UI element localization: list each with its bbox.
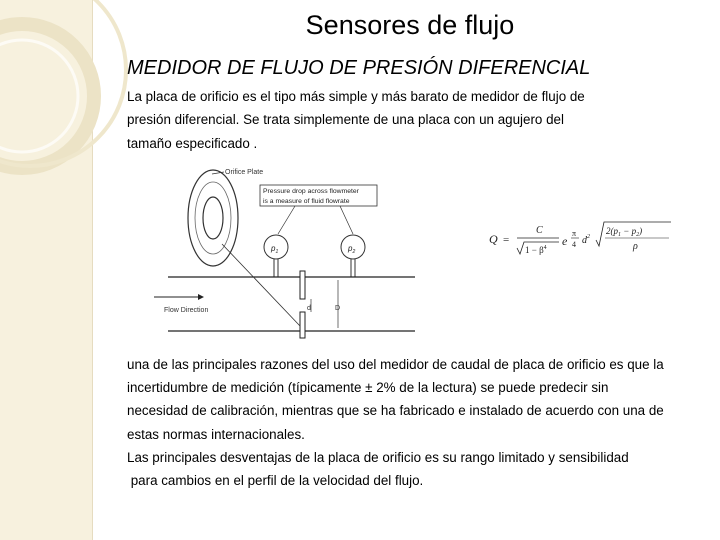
svg-text:C: C bbox=[536, 225, 543, 236]
intro-line: tamaño especificado . bbox=[127, 135, 258, 151]
svg-text:4: 4 bbox=[572, 240, 576, 249]
flow-direction-label: Flow Direction bbox=[164, 307, 208, 314]
orifice-plate-diagram: Orifice Plate Pressure drop across flowm… bbox=[154, 169, 415, 339]
svg-text:ρ: ρ bbox=[632, 241, 638, 252]
body-line: incertidumbre de medición (típicamente ±… bbox=[127, 380, 609, 396]
closing-line: Las principales desventajas de la placa … bbox=[127, 450, 629, 465]
intro-line: La placa de orificio es el tipo más simp… bbox=[127, 89, 585, 104]
slide-title: Sensores de flujo bbox=[305, 10, 515, 40]
intro-paragraph: La placa de orificio es el tipo más simp… bbox=[127, 85, 707, 155]
svg-text:=: = bbox=[503, 234, 509, 246]
note-line-2: is a measure of fluid flowrate bbox=[263, 198, 350, 205]
intro-line: presión diferencial. Se trata simplement… bbox=[127, 112, 564, 128]
svg-text:π: π bbox=[572, 229, 576, 238]
svg-text:e: e bbox=[562, 234, 568, 248]
D-label: D bbox=[335, 305, 340, 312]
p1-gauge-label: p1 bbox=[270, 244, 278, 255]
svg-text:2(p1 − p2): 2(p1 − p2) bbox=[606, 226, 642, 238]
body-line: estas normas internacionales. bbox=[127, 426, 305, 442]
closing-line: para cambios en el perfil de la velocida… bbox=[127, 473, 424, 489]
decorative-rings bbox=[0, 0, 128, 175]
svg-text:1 − β4: 1 − β4 bbox=[525, 245, 547, 255]
svg-text:d2: d2 bbox=[582, 234, 590, 246]
svg-text:Q: Q bbox=[489, 232, 498, 246]
d-label: d bbox=[307, 305, 311, 312]
note-line-1: Pressure drop across flowmeter bbox=[263, 188, 360, 195]
orifice-plate-label: Orifice Plate bbox=[225, 169, 263, 176]
slide-subtitle: MEDIDOR DE FLUJO DE PRESIÓN DIFERENCIAL bbox=[127, 57, 591, 79]
p2-gauge-label: p2 bbox=[347, 244, 355, 255]
flow-equation: Q = C 1 − β4 e π 4 d2 2(p1 − p2) ρ bbox=[489, 221, 671, 256]
closing-paragraph: Las principales desventajas de la placa … bbox=[127, 446, 707, 492]
body-line: necesidad de calibración, mientras que s… bbox=[127, 403, 664, 419]
body-paragraph: una de las principales razones del uso d… bbox=[127, 353, 707, 446]
body-line: una de las principales razones del uso d… bbox=[127, 357, 664, 372]
